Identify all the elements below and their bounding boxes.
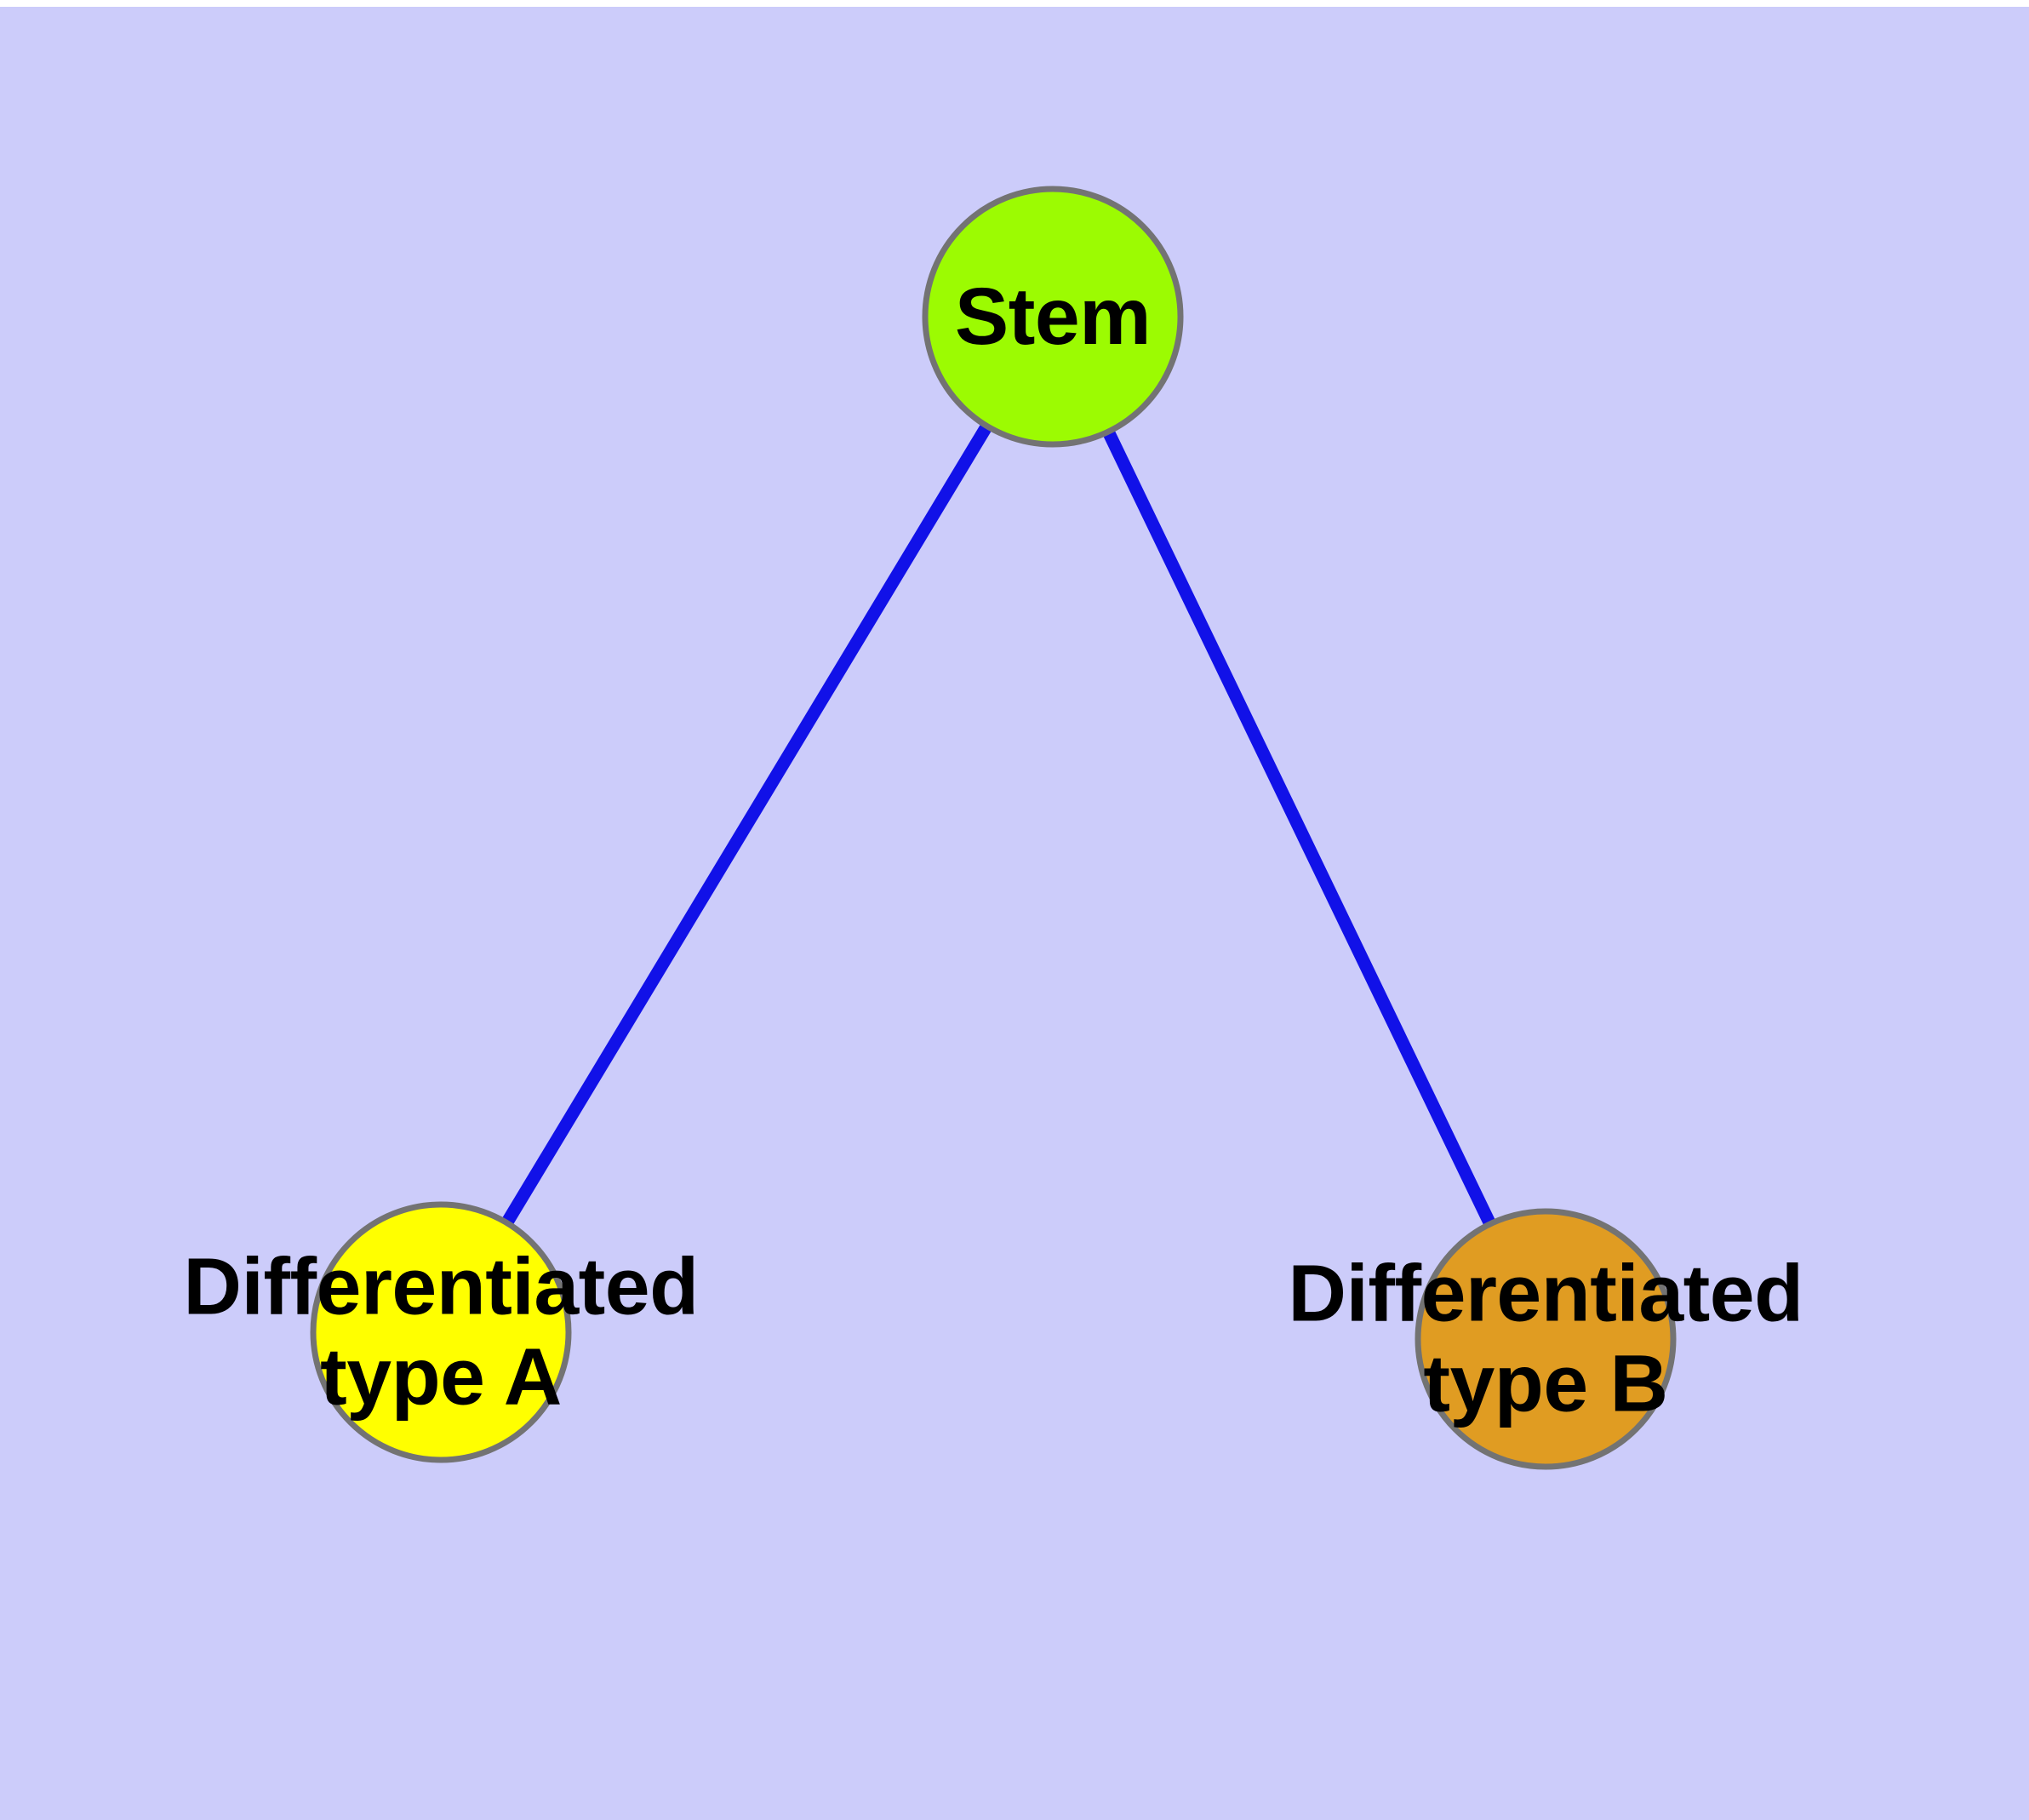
node-layer bbox=[310, 186, 1677, 1470]
node-differentiated-type-a-circle[interactable] bbox=[310, 1201, 572, 1463]
node-differentiated-type-b-circle[interactable] bbox=[1415, 1208, 1677, 1470]
edge-layer bbox=[435, 313, 1552, 1342]
edge-stem-to-differentiated-type-a[interactable] bbox=[435, 313, 1059, 1336]
node-stem-circle[interactable] bbox=[922, 186, 1184, 448]
edge-stem-to-differentiated-type-b[interactable] bbox=[1047, 313, 1552, 1342]
